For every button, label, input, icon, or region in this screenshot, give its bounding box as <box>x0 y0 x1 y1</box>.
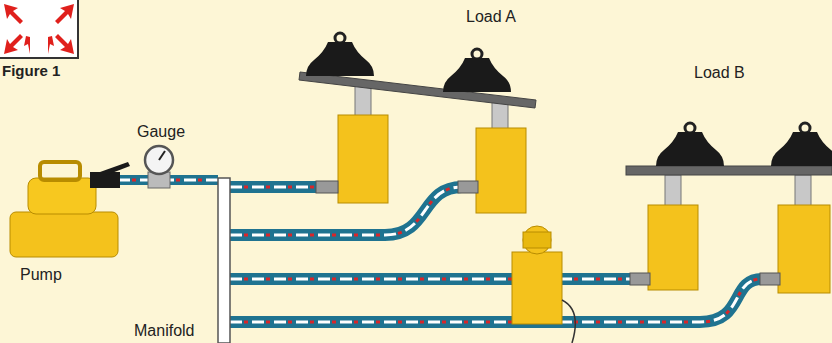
load-b-beam <box>626 123 832 175</box>
part-label: Pump <box>20 266 62 284</box>
part-label: Manifold <box>134 322 194 340</box>
cylinder <box>760 175 830 293</box>
figure-caption: Figure 1 <box>2 62 60 79</box>
manifold-bar <box>218 178 230 343</box>
control-valve <box>512 226 575 343</box>
pressure-arrows <box>4 4 74 54</box>
part-label: Gauge <box>137 123 185 141</box>
cylinder <box>630 175 698 290</box>
cylinder <box>458 100 526 213</box>
cylinder <box>316 85 388 203</box>
load-a-beam <box>299 33 536 108</box>
figure-inset <box>0 0 78 58</box>
load-label: Load B <box>694 64 745 82</box>
load-label: Load A <box>466 8 516 26</box>
pressure-gauge <box>145 146 173 188</box>
pump <box>10 162 130 257</box>
